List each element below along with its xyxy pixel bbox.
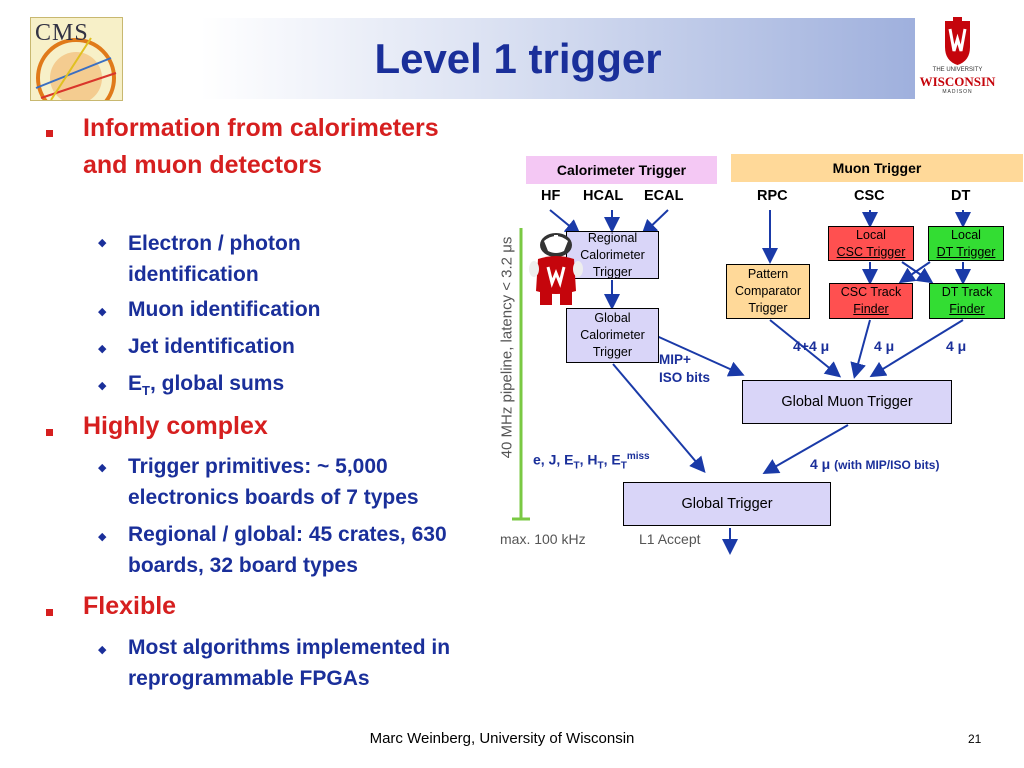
label-dt-4-mu: 4 μ: [946, 338, 967, 354]
slide-title: Level 1 trigger: [374, 34, 662, 82]
calo-objects-mid: , H: [579, 451, 598, 468]
uw-logo-line2: WISCONSIN: [919, 74, 996, 89]
global-calorimeter-trigger-box: Global Calorimeter Trigger: [566, 308, 659, 363]
dt-track-finder-box: DT Track Finder: [929, 283, 1005, 319]
local-dt-trigger-box: Local DT Trigger: [928, 226, 1004, 261]
regional-calorimeter-trigger-box: Regional Calorimeter Trigger: [566, 231, 659, 279]
latency-label: 40 MHz pipeline, latency < 3.2 μs: [498, 236, 516, 459]
calorimeter-trigger-header: Calorimeter Trigger: [526, 156, 717, 184]
uw-crest-icon: [945, 17, 970, 65]
local-csc-line1: Local: [856, 227, 886, 242]
local-dt-line1: Local: [951, 227, 981, 242]
sub-bullet-et: ET, global sums: [128, 368, 284, 406]
bullet-flexible: Flexible: [83, 592, 177, 620]
uw-logo-line1: THE UNIVERSITY: [932, 67, 983, 73]
arrow-hf: [549, 209, 582, 236]
muon-to-gt-text: 4 μ: [810, 456, 831, 472]
rate-label: max. 100 kHz: [500, 531, 586, 547]
label-iso-bits: ISO bits: [659, 370, 711, 385]
bullet-square: [46, 429, 53, 436]
calo-objects-sup: miss: [626, 451, 650, 462]
sub-bullet-electron: Electron / photon identification: [128, 232, 301, 286]
pattern-comparator-trigger-box: Pattern Comparator Trigger: [726, 264, 810, 319]
bullet-complex: Highly complex: [83, 412, 268, 440]
csc-track-finder-box: CSC Track Finder: [829, 283, 913, 319]
local-csc-line2: CSC Trigger: [836, 244, 906, 259]
sub-bullet-muon: Muon identification: [128, 298, 321, 321]
global-muon-trigger-box: Global Muon Trigger: [742, 380, 952, 424]
title-bar: [121, 18, 915, 99]
et-main: E: [128, 372, 143, 395]
sub-bullet-jet: Jet identification: [128, 335, 295, 358]
input-rpc: RPC: [757, 188, 788, 204]
arrow-gct-gmt: [649, 332, 745, 377]
label-4plus4-mu: 4+4 μ: [793, 338, 830, 354]
et-rest: , global sums: [149, 372, 285, 395]
l1-accept-label: L1 Accept: [639, 531, 701, 547]
arrow-ecal: [641, 209, 669, 236]
diamond-bullet-icon: ◆: [98, 306, 107, 318]
page-number: 21: [968, 732, 982, 746]
arrow-dttf-gmt: [869, 319, 964, 378]
arrow-gct-gt: [612, 363, 706, 474]
badger-mascot-icon: [529, 233, 583, 305]
diamond-bullet-icon: ◆: [98, 644, 107, 656]
local-csc-trigger-box: Local CSC Trigger: [828, 226, 914, 261]
input-ecal: ECAL: [644, 188, 684, 204]
dt-track-line2: Finder: [949, 302, 985, 316]
input-dt: DT: [951, 188, 971, 204]
arrow-gmt-gt: [762, 424, 849, 474]
sub-bullet-fpga: Most algorithms implemented in reprogram…: [128, 636, 451, 690]
label-muon-to-gt: 4 μ (with MIP/ISO bits): [810, 456, 939, 472]
dt-track-line1: DT Track: [941, 285, 993, 299]
diamond-bullet-icon: ◆: [98, 531, 107, 543]
input-hcal: HCAL: [583, 188, 624, 204]
arrow-csctf-gmt: [850, 319, 871, 379]
bullet-information: Information from calorimeters and muon d…: [83, 114, 439, 179]
cms-logo-graphic: [35, 37, 117, 100]
calo-objects-sub1: T: [573, 460, 580, 472]
csc-track-line2: Finder: [853, 302, 889, 316]
label-csc-4-mu: 4 μ: [874, 338, 895, 354]
arrow-pct-gmt: [769, 319, 842, 378]
uw-logo-line3: MADISON: [942, 89, 973, 95]
calo-objects-sub3: T: [620, 460, 627, 472]
cms-logo-text: CMS: [35, 20, 89, 46]
uw-logo: THE UNIVERSITY WISCONSIN MADISON: [915, 17, 1000, 99]
sub-bullet-primitives: Trigger primitives: ~ 5,000 electronics …: [128, 455, 419, 509]
calo-objects-text: e, J, E: [533, 451, 574, 468]
local-dt-line2: DT Trigger: [936, 244, 996, 259]
diamond-bullet-icon: ◆: [98, 343, 107, 355]
global-trigger-box: Global Trigger: [623, 482, 831, 526]
calo-objects-sub2: T: [597, 460, 604, 472]
diamond-bullet-icon: ◆: [98, 380, 107, 392]
label-calo-objects: e, J, ET, HT, ETmiss: [533, 451, 650, 471]
sub-bullet-regional: Regional / global: 45 crates, 630 boards…: [128, 523, 447, 577]
bullet-square: [46, 609, 53, 616]
diamond-bullet-icon: ◆: [98, 462, 107, 474]
footer-text: Marc Weinberg, University of Wisconsin: [369, 730, 635, 747]
et-subscript: T: [142, 383, 150, 399]
cms-logo: CMS: [30, 17, 123, 101]
muon-trigger-header: Muon Trigger: [731, 154, 1023, 182]
arrow-cross-2: [898, 261, 931, 284]
label-mip-iso: MIP+: [659, 352, 691, 367]
bullet-square: [46, 130, 53, 137]
calo-objects-mid2: , E: [603, 451, 621, 468]
input-csc: CSC: [854, 188, 885, 204]
csc-track-line1: CSC Track: [840, 285, 902, 299]
input-hf: HF: [541, 188, 561, 204]
diamond-bullet-icon: ◆: [98, 237, 107, 249]
muon-to-gt-note: (with MIP/ISO bits): [834, 458, 940, 472]
